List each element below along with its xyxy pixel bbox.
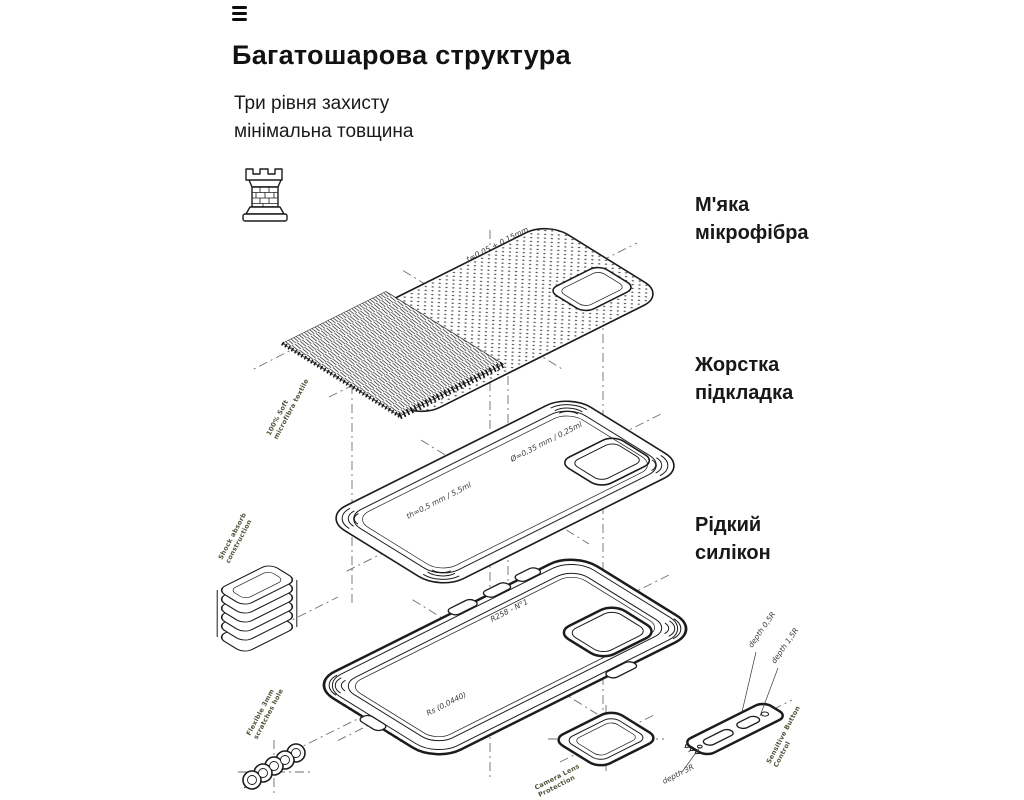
layer-microfiber-group [249, 194, 717, 447]
label-silicone-line1: Рідкий [695, 514, 762, 536]
camera-frame-part [553, 709, 660, 768]
button-rail-part [679, 652, 787, 772]
lining-outline [323, 394, 687, 590]
silicone-bottom-port [342, 704, 404, 742]
label-lining: Жорстка підкладка [695, 352, 793, 407]
subtitle-line-1: Три рівня захисту [234, 93, 390, 114]
label-lining-line1: Жорстка [695, 354, 780, 376]
label-microfiber: М'яка мікрофібра [695, 192, 809, 247]
silicone-side-buttons [446, 566, 670, 694]
badge-flexible: Flexible 3mm scratches hole [245, 687, 286, 741]
badge-camera: Camera Lens Protection [533, 762, 581, 799]
page-subtitle: Три рівня захисту мінімальна товщина [234, 90, 413, 145]
silicone-corner-ribs [310, 552, 700, 762]
lining-corner-ribs [323, 394, 687, 590]
label-microfiber-line1: М'яка [695, 194, 750, 216]
annotation-depth-a: depth 0,5R [746, 610, 777, 649]
label-silicone-line2: силікон [695, 541, 771, 564]
page-title: Багатошарова структура [232, 40, 571, 70]
label-lining-line2: підкладка [695, 381, 794, 404]
layer-silicone-group [245, 516, 764, 798]
speaker-block-part [216, 562, 298, 655]
tower-brick-lines [252, 187, 278, 207]
annotation-depth-b: depth 1,5R [769, 626, 800, 665]
annotation-depth-c: depth 3R [661, 762, 696, 786]
button-dome-strip-part [242, 743, 306, 790]
lining-camera-cutout [559, 435, 656, 488]
badge-microfiber: 100% Soft microfibra textile [265, 377, 311, 441]
subtitle-line-2: мінімальна товщина [234, 120, 414, 142]
silicone-camera-cutout [557, 604, 659, 660]
label-silicone: Рідкий силікон [695, 512, 771, 567]
layer-lining-group [263, 361, 748, 623]
label-microfiber-line2: мікрофібра [695, 221, 809, 244]
fur-texture [282, 291, 503, 416]
microfiber-camera-cutout [548, 265, 636, 313]
badge-shock: Shock absorb construction [217, 511, 254, 564]
tower-icon [242, 168, 288, 222]
menu-icon [232, 6, 247, 24]
